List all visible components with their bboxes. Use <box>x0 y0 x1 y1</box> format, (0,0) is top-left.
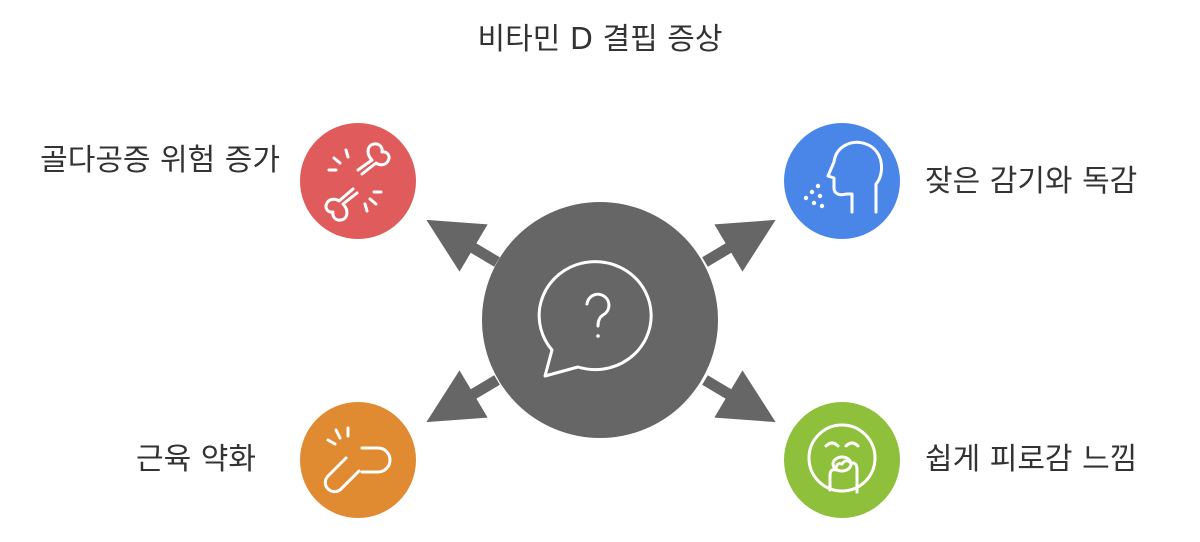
arrow-to-muscle-weakness <box>426 370 500 423</box>
arrow-to-colds <box>702 219 776 272</box>
symptom-node-muscle-weakness <box>300 402 416 518</box>
arrow-to-fatigue <box>702 370 776 423</box>
sneeze-spray-dots <box>803 183 825 209</box>
sneezing-head-icon <box>826 140 884 214</box>
diagram-title: 비타민 D 결핍 증상 <box>477 22 723 57</box>
symptom-label-colds: 잦은 감기와 독감 <box>925 164 1138 199</box>
symptom-node-colds <box>784 123 900 239</box>
question-speech-bubble-icon <box>537 260 653 378</box>
symptom-node-osteoporosis <box>300 123 416 239</box>
arrow-to-osteoporosis <box>426 219 500 272</box>
broken-link-icon <box>323 426 392 494</box>
symptom-label-fatigue: 쉽게 피로감 느낌 <box>925 442 1138 477</box>
broken-bone-icon <box>324 142 391 222</box>
symptom-node-fatigue <box>784 402 900 518</box>
yawning-face-icon <box>807 423 877 494</box>
symptom-label-muscle-weakness: 근육 약화 <box>136 442 256 477</box>
symptom-label-osteoporosis: 골다공증 위험 증가 <box>40 143 280 178</box>
